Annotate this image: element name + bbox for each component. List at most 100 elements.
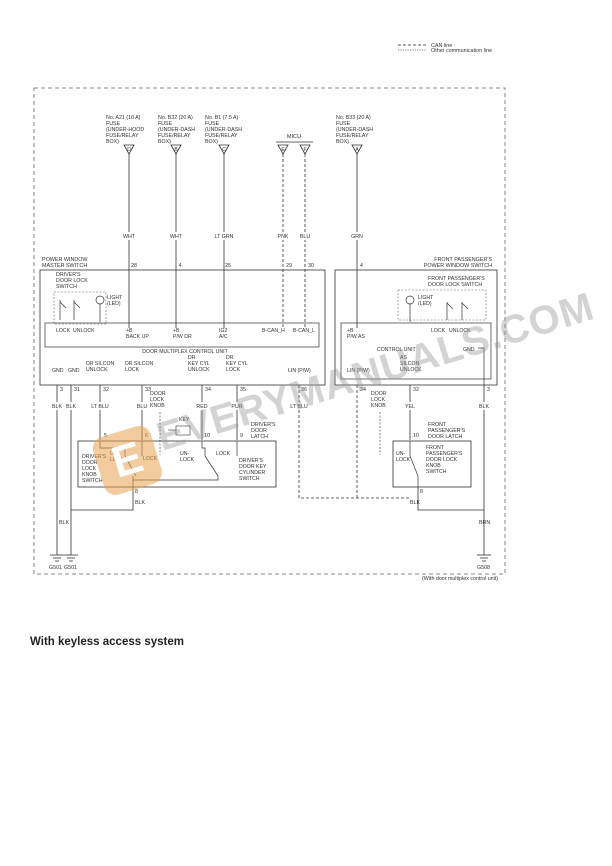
svg-text:LIGHT(LED): LIGHT(LED) <box>418 295 434 307</box>
svg-text:LT GRN: LT GRN <box>215 234 234 240</box>
door-multiplex-control-unit: DOOR MULTIPLEX CONTROL UNIT <box>142 349 228 355</box>
svg-text:GND: GND <box>68 368 80 374</box>
svg-text:DR: DR <box>188 355 196 361</box>
diagram-frame <box>33 87 506 575</box>
svg-text:+B: +B <box>173 328 180 334</box>
svg-text:F: F <box>303 147 306 153</box>
svg-text:B-CAN_H: B-CAN_H <box>262 328 285 334</box>
svg-text:+B: +B <box>126 328 133 334</box>
svg-text:32: 32 <box>413 387 419 393</box>
svg-text:BLK: BLK <box>52 404 62 410</box>
svg-text:RED: RED <box>196 404 207 410</box>
svg-text:P/W AS: P/W AS <box>347 334 365 340</box>
svg-text:UNLOCK: UNLOCK <box>86 367 108 373</box>
svg-text:LOCK: LOCK <box>125 367 140 373</box>
svg-text:LOCK: LOCK <box>431 328 446 334</box>
svg-text:29: 29 <box>286 263 292 269</box>
svg-text:SILCON: SILCON <box>400 361 420 367</box>
svg-text:UNLOCK: UNLOCK <box>400 367 422 373</box>
svg-text:10: 10 <box>204 433 210 439</box>
svg-text:+B: +B <box>347 328 354 334</box>
svg-text:WHT: WHT <box>123 234 136 240</box>
legend: CAN line Other communication line <box>398 43 492 54</box>
svg-text:UNLOCK: UNLOCK <box>188 367 210 373</box>
svg-text:6: 6 <box>145 433 148 439</box>
svg-text:MICU: MICU <box>287 134 301 140</box>
svg-text:30: 30 <box>308 263 314 269</box>
svg-text:LT BLU: LT BLU <box>290 404 308 410</box>
svg-text:LT BLU: LT BLU <box>91 404 109 410</box>
svg-text:DR SILCON: DR SILCON <box>125 361 154 367</box>
svg-text:LOCK: LOCK <box>143 456 158 462</box>
svg-text:3: 3 <box>487 387 490 393</box>
svg-text:36: 36 <box>301 387 307 393</box>
section-heading: With keyless access system <box>30 636 184 648</box>
svg-text:5: 5 <box>104 433 107 439</box>
passenger-output-wires <box>356 385 485 555</box>
svg-text:C: C <box>222 147 226 153</box>
svg-text:LOCK: LOCK <box>56 328 71 334</box>
svg-text:31: 31 <box>74 387 80 393</box>
svg-text:BLK: BLK <box>410 500 420 506</box>
grounds: BLK BRN G501 G501 G508 <box>49 520 491 571</box>
svg-text:4: 4 <box>179 263 182 269</box>
svg-text:35: 35 <box>240 387 246 393</box>
svg-text:8: 8 <box>135 489 138 495</box>
svg-text:YEL: YEL <box>405 404 415 410</box>
svg-text:BLK: BLK <box>59 520 69 526</box>
svg-text:9: 9 <box>240 433 243 439</box>
svg-text:UN-LOCK: UN-LOCK <box>110 451 125 463</box>
svg-text:GRN: GRN <box>351 234 363 240</box>
svg-text:BLK: BLK <box>66 404 76 410</box>
svg-text:PNK: PNK <box>278 234 289 240</box>
svg-text:10: 10 <box>413 433 419 439</box>
svg-text:LOCK: LOCK <box>216 451 231 457</box>
svg-text:D: D <box>127 147 131 153</box>
ground-g501-b: G501 <box>64 565 77 571</box>
micu: MICU E F <box>276 134 313 155</box>
svg-text:LIGHT(LED): LIGHT(LED) <box>107 295 123 307</box>
svg-text:LIN (P/W): LIN (P/W) <box>288 368 311 374</box>
svg-text:CONTROL UNIT: CONTROL UNIT <box>377 347 417 353</box>
svg-text:BLK: BLK <box>479 404 489 410</box>
svg-text:UN-LOCK: UN-LOCK <box>180 451 195 463</box>
svg-text:32: 32 <box>103 387 109 393</box>
svg-text:25: 25 <box>225 263 231 269</box>
svg-text:PUR: PUR <box>231 404 242 410</box>
svg-text:KEY CYL: KEY CYL <box>188 361 210 367</box>
svg-text:UNLOCK: UNLOCK <box>73 328 95 334</box>
svg-text:BLU: BLU <box>300 234 310 240</box>
supply-wire-colors: WHT WHT LT GRN GRN PNK BLU <box>118 232 368 240</box>
svg-text:P/W DR: P/W DR <box>173 334 192 340</box>
svg-text:8: 8 <box>420 489 423 495</box>
svg-text:A: A <box>355 147 359 153</box>
legend-can-line: CAN line <box>431 43 452 49</box>
svg-text:B: B <box>174 147 178 153</box>
svg-text:WHT: WHT <box>170 234 183 240</box>
svg-text:KEY: KEY <box>179 417 190 423</box>
footnote: (With door multiplex control unit) <box>422 576 498 582</box>
svg-text:LIN (P/W): LIN (P/W) <box>347 368 370 374</box>
svg-text:LOCK: LOCK <box>226 367 241 373</box>
ground-g501-a: G501 <box>49 565 62 571</box>
svg-text:3: 3 <box>60 387 63 393</box>
